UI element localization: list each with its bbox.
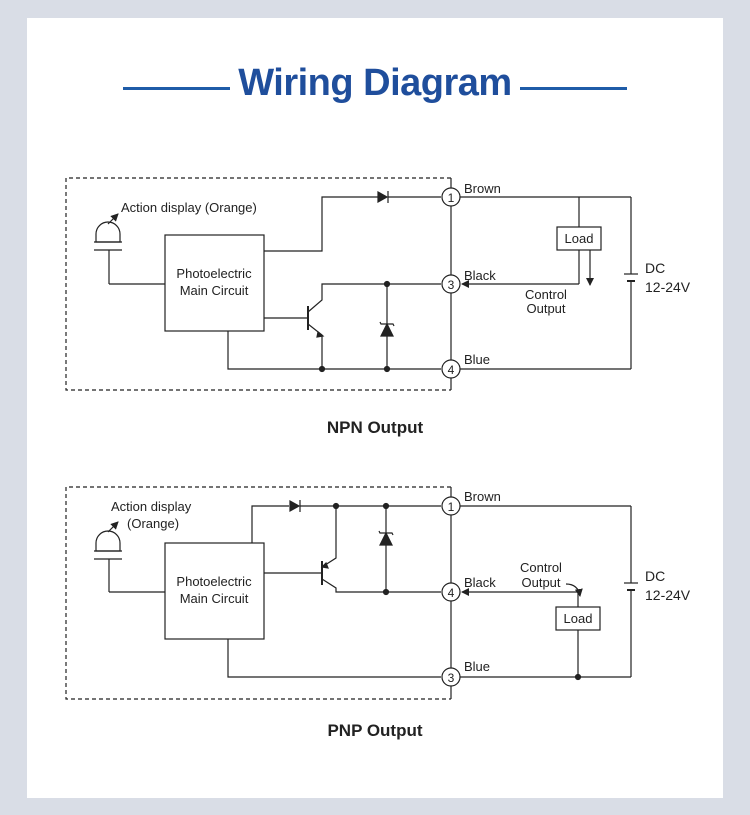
pnp-main-circuit-box [164,542,265,640]
pnp-control-output-label-1: Control [520,560,562,575]
npn-dc-label: DC [645,260,665,276]
title-rule-right [520,87,627,90]
pnp-dc-label: DC [645,568,665,584]
pnp-diagram [65,486,638,700]
title-rule-left [123,87,230,90]
pnp-wire-brown-label: Brown [464,489,501,504]
title-row: Wiring Diagram [0,58,750,118]
npn-diagram [65,177,638,391]
pnp-terminal-1-number: 1 [448,500,455,514]
pnp-labels: Action display (Orange) Photoelectric Ma… [111,489,691,740]
npn-load-label: Load [565,231,594,246]
npn-led-icon [94,213,165,285]
npn-wire-brown-label: Brown [464,181,501,196]
pnp-voltage-label: 12-24V [645,587,691,603]
npn-diode-icon [377,190,389,204]
npn-wire-black-label: Black [464,268,496,283]
npn-caption: NPN Output [327,418,424,437]
pnp-transistor-icon [264,506,441,593]
pnp-control-output-label-2: Output [521,575,560,590]
npn-terminal-3 [441,274,461,294]
pnp-action-display-label-2: (Orange) [127,516,179,531]
pnp-caption: PNP Output [327,721,422,740]
pnp-wire-blue-label: Blue [464,659,490,674]
pnp-diode-icon [289,499,301,513]
npn-action-display-label: Action display (Orange) [121,200,257,215]
page-title: Wiring Diagram [238,62,512,104]
npn-main-circuit-box [164,234,265,332]
pnp-terminal-3-number: 3 [448,671,455,685]
pnp-sensor-housing [65,486,451,700]
npn-main-circuit-label-2: Main Circuit [180,283,249,298]
npn-terminal-4-number: 4 [448,363,455,377]
pnp-wire-black-label: Black [464,575,496,590]
pnp-zener-icon [378,506,394,592]
npn-battery-icon [624,273,638,282]
pnp-main-circuit-label-1: Photoelectric [176,574,252,589]
pnp-load-label: Load [564,611,593,626]
pnp-main-circuit-label-2: Main Circuit [180,591,249,606]
pnp-terminal-4-number: 4 [448,586,455,600]
npn-labels: Action display (Orange) Photoelectric Ma… [121,181,691,437]
npn-main-circuit-label-1: Photoelectric [176,266,252,281]
npn-zener-icon [379,284,395,369]
npn-sensor-housing [65,177,451,391]
npn-control-output-label-1: Control [525,287,567,302]
pnp-action-display-label-1: Action display [111,499,192,514]
npn-control-output-label-2: Output [526,301,565,316]
npn-voltage-label: 12-24V [645,279,691,295]
pnp-control-output-arrow [565,583,583,597]
npn-wire-blue-label: Blue [464,352,490,367]
npn-terminal-1-number: 1 [448,191,455,205]
npn-terminal-3-number: 3 [448,278,455,292]
pnp-terminal-4 [441,582,461,602]
npn-transistor-icon [264,283,441,369]
content-card [27,18,723,798]
pnp-battery-icon [624,582,638,591]
pnp-led-icon [94,521,165,593]
